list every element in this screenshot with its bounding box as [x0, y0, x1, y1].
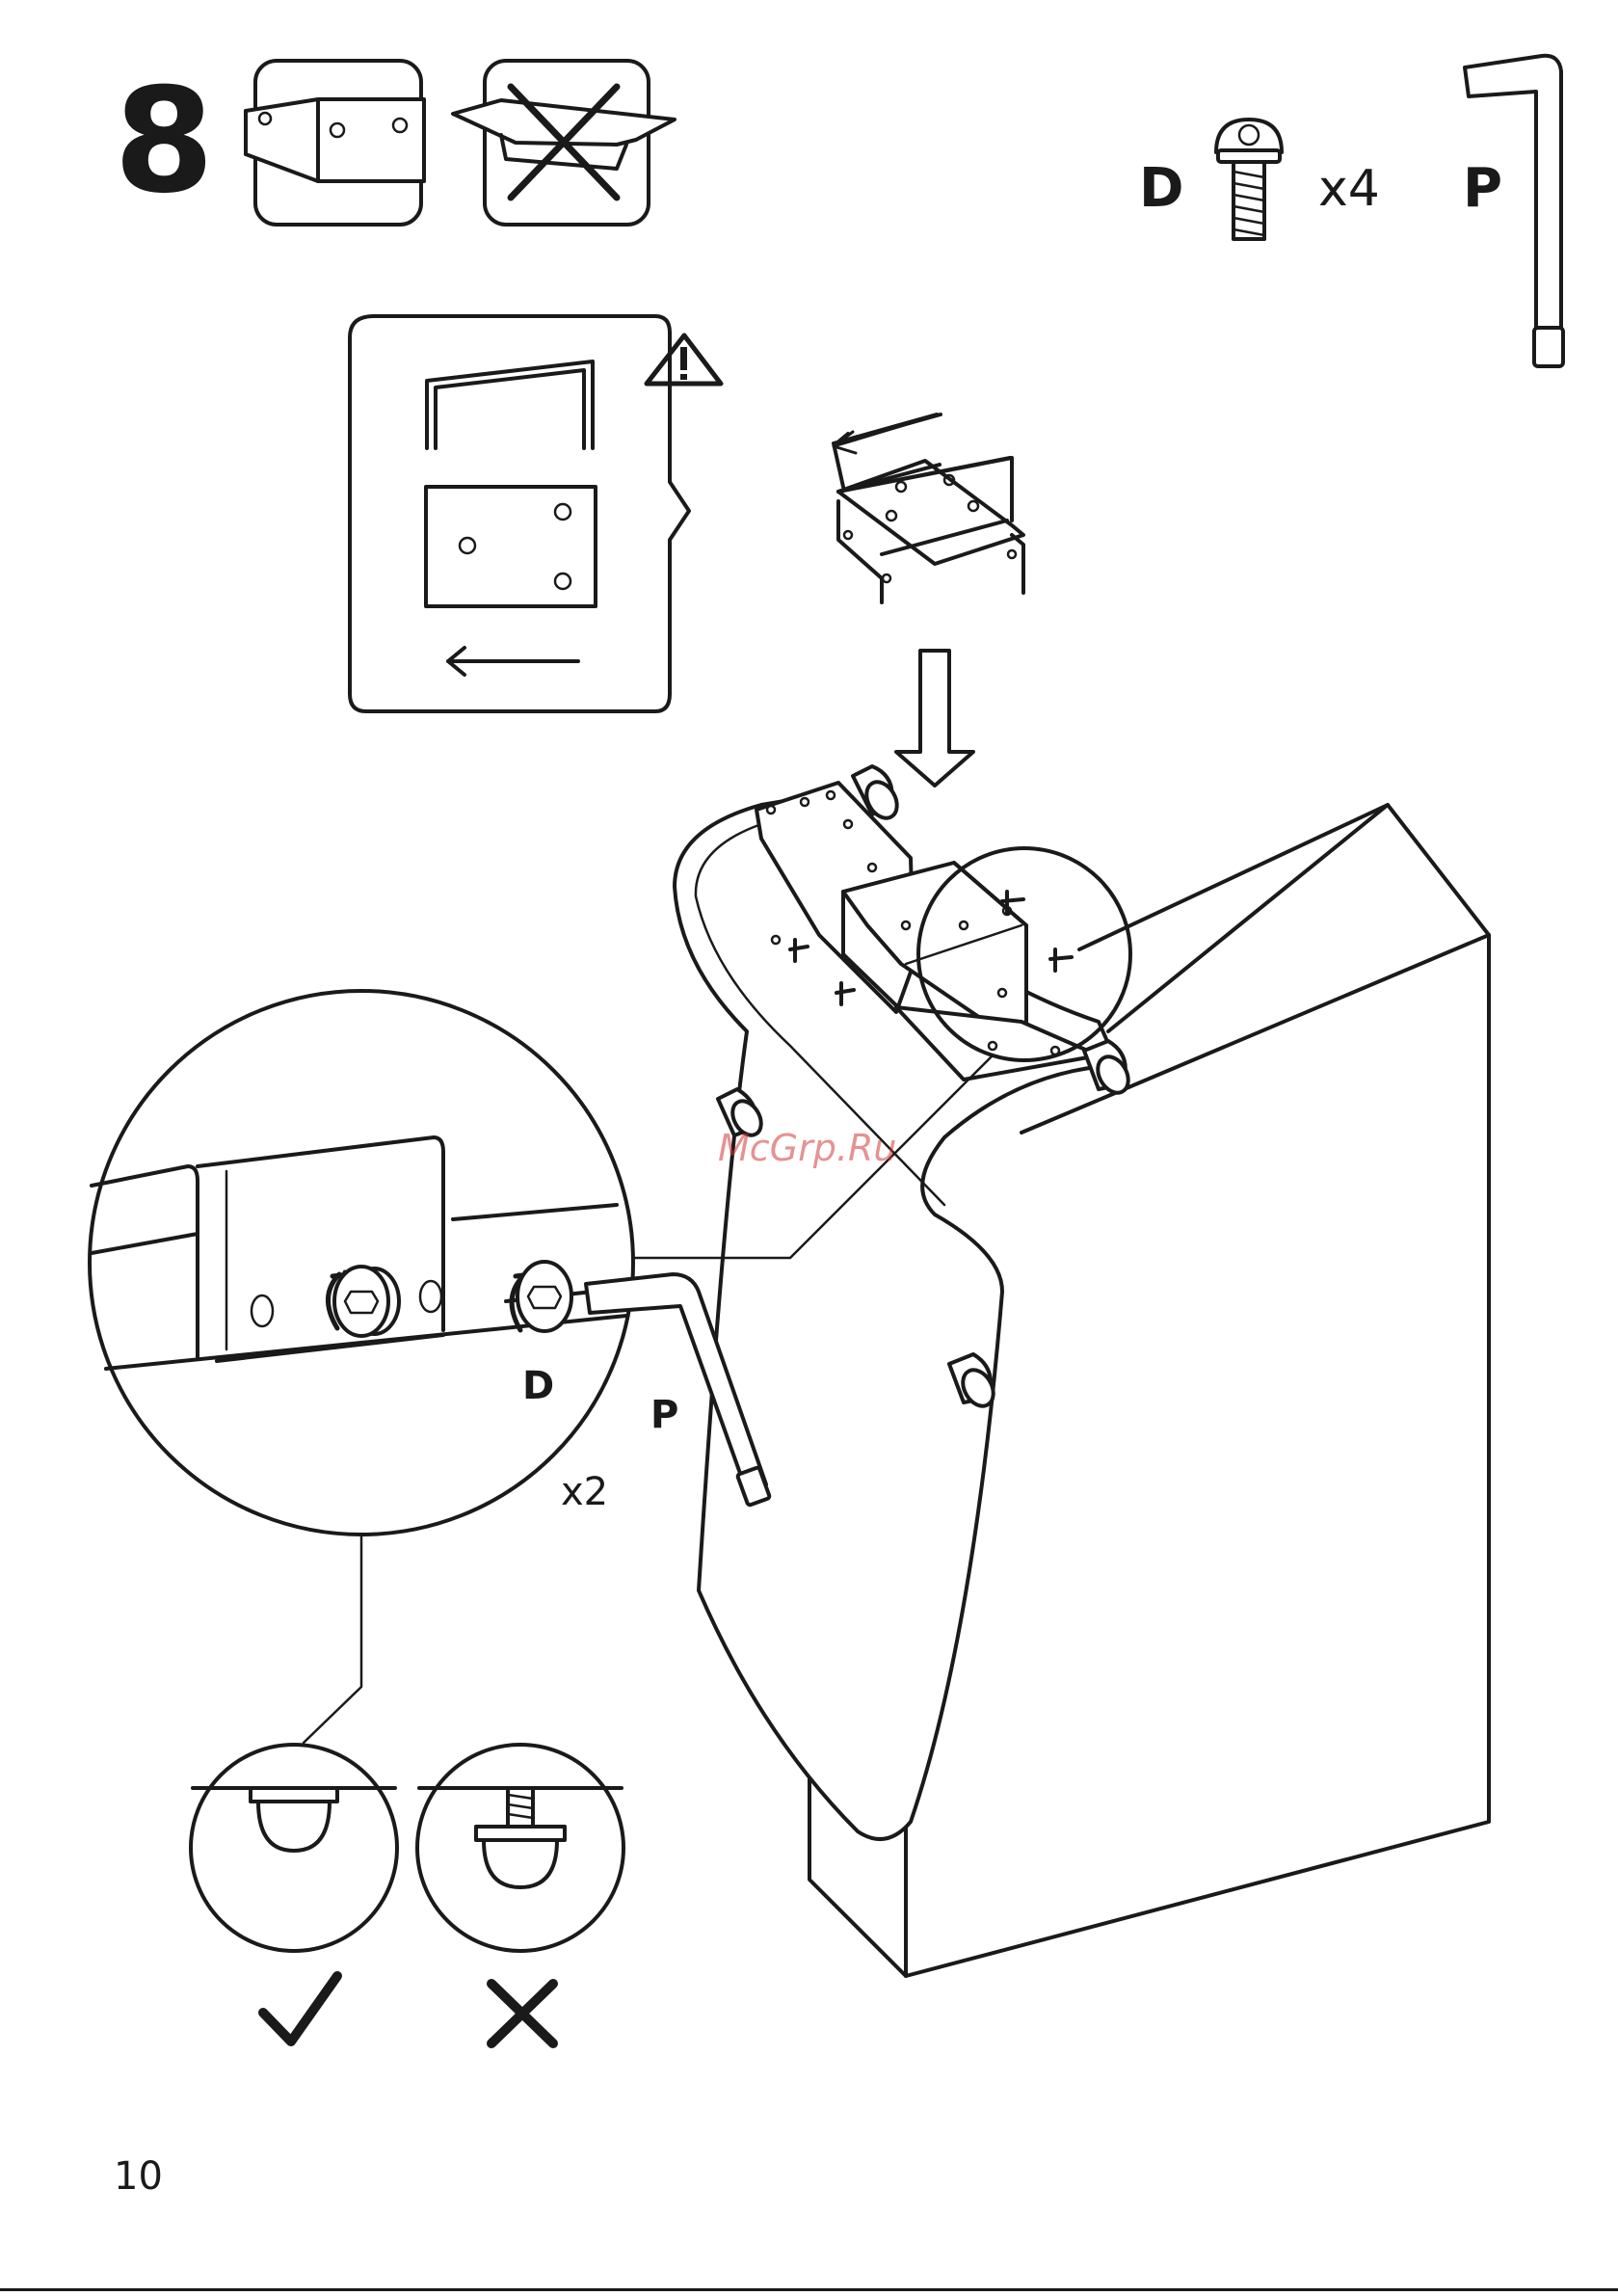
step-number: 8: [114, 69, 214, 214]
orientation-warning-box: [350, 316, 689, 711]
correct-seating-circle: [191, 1745, 397, 1951]
down-arrow: [896, 651, 973, 786]
move-left-arrow: [834, 414, 940, 453]
bracket-correct-orientation-icon: [246, 61, 424, 225]
part-p-label: P: [1463, 162, 1502, 216]
checkmark-icon: [263, 1976, 337, 2042]
bolt-icon: [1216, 120, 1282, 239]
leader-line-down: [304, 1535, 361, 1743]
part-d-quantity: x4: [1318, 164, 1380, 214]
watermark: McGrp.Ru: [718, 1130, 896, 1166]
part-d-label: D: [1139, 162, 1183, 216]
cross-icon: [491, 1984, 553, 2043]
page-number: 10: [114, 2157, 163, 2196]
warning-icon: [647, 335, 721, 384]
wrong-seating-circle: [417, 1745, 623, 1951]
detail-key-label: P: [650, 1396, 678, 1434]
bottom-rule: [0, 2288, 1618, 2291]
detail-repeat-count: x2: [561, 1473, 608, 1511]
bracket-wrong-orientation-icon: [453, 61, 675, 225]
detail-screw-label: D: [522, 1367, 554, 1405]
bracket-part: [834, 414, 1023, 602]
